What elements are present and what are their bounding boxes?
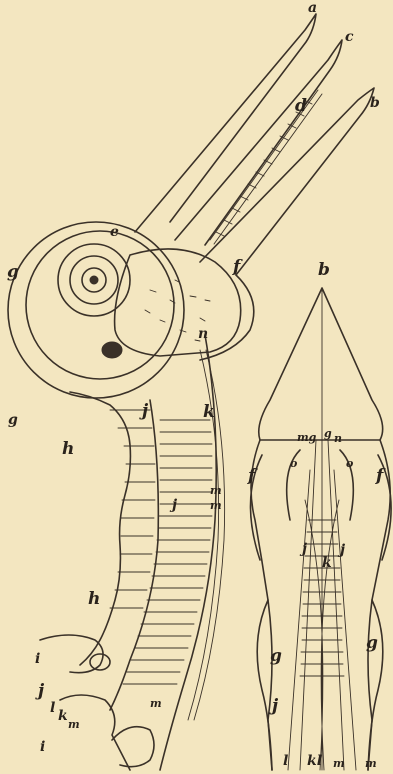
label-side-i-upper: i [35, 652, 40, 666]
label-side-m-lower: m [68, 719, 80, 730]
eye-pupil [90, 276, 98, 284]
oral-papilla [90, 654, 110, 670]
label-front-n: n [334, 433, 342, 444]
front-beak-outline [259, 288, 383, 440]
label-front-o-right: o [346, 458, 353, 469]
eye-socket-outer [8, 222, 184, 398]
front-lower-flaps-g [257, 600, 383, 770]
label-side-m-2: m [210, 500, 222, 511]
label-front-f-right: f [376, 468, 383, 485]
label-front-f-left: f [248, 468, 255, 485]
label-front-mg: mg [297, 432, 316, 443]
label-side-k-lower: k [58, 709, 68, 723]
label-front-m-2: m [365, 758, 377, 769]
side-view-drawing [8, 14, 374, 770]
label-side-g-bottom: g [8, 413, 18, 427]
label-side-c: c [345, 30, 354, 44]
dark-nodule [102, 342, 122, 358]
label-front-o-left: o [290, 458, 297, 469]
label-front-b: b [318, 262, 330, 279]
head-cartilage [115, 249, 241, 356]
label-front-j-bottom: j [272, 698, 278, 715]
label-side-d: d [295, 98, 307, 115]
gill-slits [110, 410, 155, 608]
label-side-g-top: g [7, 264, 19, 281]
label-front-j-left: j [302, 542, 307, 556]
label-front-g-right: g [366, 635, 378, 652]
head-outline-f [200, 275, 254, 360]
label-side-m-right: m [150, 698, 162, 709]
label-side-b: b [370, 96, 380, 110]
label-side-j-lower: j [38, 683, 44, 700]
label-front-g-left: g [270, 648, 282, 665]
label-side-e: e [110, 225, 119, 239]
body-back-outline [160, 335, 216, 770]
label-front-g: g [324, 428, 332, 439]
label-side-n: n [198, 327, 208, 341]
body-front-outline [110, 400, 158, 710]
label-front-k: k [322, 556, 332, 570]
label-side-k: k [203, 404, 215, 421]
label-side-j-mid: j [172, 498, 177, 512]
label-side-f: f [233, 259, 240, 276]
beak-arm-a [135, 14, 316, 232]
label-front-m-1: m [333, 758, 345, 769]
label-front-kl: kl [307, 754, 322, 768]
label-side-h-lower: h [88, 591, 100, 608]
front-spinal-strands [288, 440, 356, 770]
label-side-a: a [308, 1, 317, 15]
label-side-l: l [50, 701, 55, 715]
eye-socket-inner [26, 231, 174, 379]
label-side-i-lower: i [40, 740, 45, 754]
label-front-j-right: j [340, 543, 345, 557]
label-side-j-upper: j [142, 403, 148, 420]
label-front-l-1: l [283, 754, 288, 768]
label-side-h-upper: h [62, 441, 74, 458]
label-side-m-1: m [210, 485, 222, 496]
gill-arches-h [70, 392, 130, 665]
beak-arm-b [200, 88, 374, 275]
